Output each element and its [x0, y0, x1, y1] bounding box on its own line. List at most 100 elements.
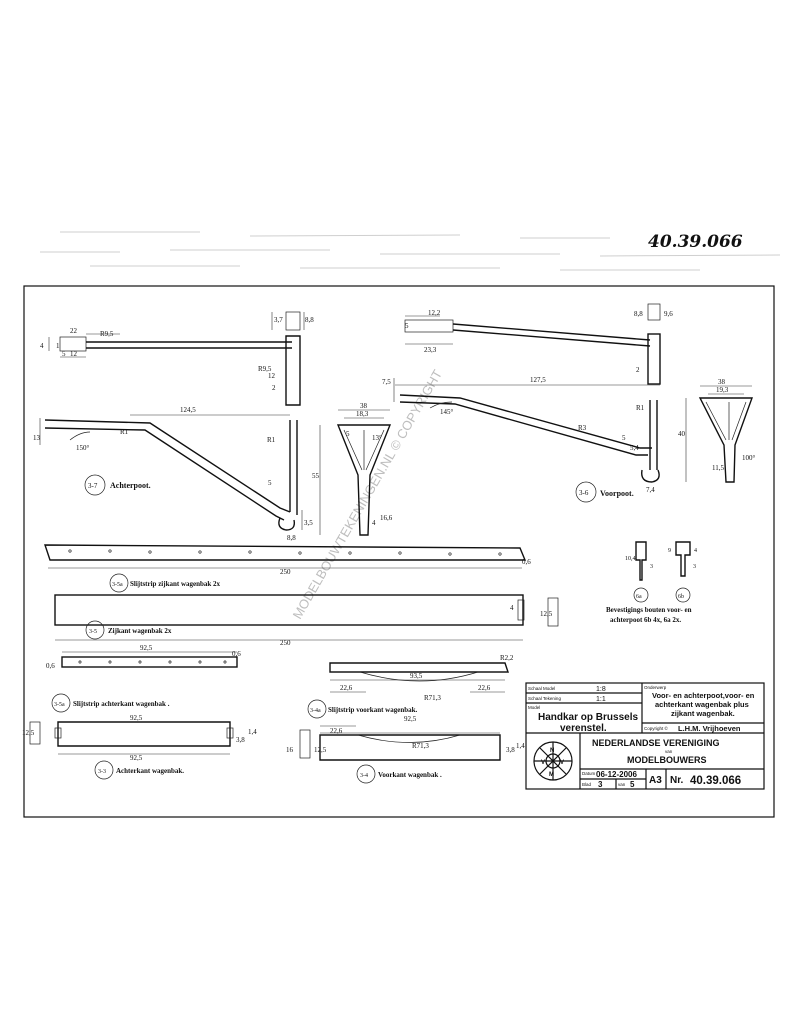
front-panel-section — [299, 729, 311, 759]
dim-r9-5-a: R9,5 — [100, 330, 114, 338]
dim-0-6-b: 0,6 — [232, 650, 241, 658]
dim-12: 12 — [70, 350, 78, 358]
dim-7-5: 7,5 — [382, 378, 391, 386]
nr-label: Nr. — [670, 775, 684, 786]
dim-4-d: 4 — [694, 548, 697, 554]
dim-38-a: 38 — [360, 402, 368, 410]
sheet-format: A3 — [649, 775, 662, 786]
upper-post — [285, 335, 301, 406]
dim-92-5-d: 92,5 — [404, 715, 417, 723]
front-strip-curve — [330, 671, 508, 682]
dim-3-5: 3,5 — [304, 519, 313, 527]
part-3-5a-rear-balloon — [51, 693, 71, 713]
dim-10-4: 10,4 — [625, 556, 636, 562]
fork-detail-left: 38 18,3 55 13° 5 4 16,6 — [312, 402, 393, 536]
part-3-4-voorkant-wagenbak: 92,5 22,6 R71,3 16 12,5 3,8 1,4 3-4 Voor… — [286, 715, 525, 784]
logo-letter-m: M — [549, 772, 554, 778]
dim-4-c: 4 — [510, 604, 514, 612]
lower-leg-diagonal-inner — [44, 427, 285, 521]
copyright-watermark: MODELBOUWTEKENINGEN.NL © COPYRIGHT — [290, 367, 446, 621]
fork-body — [336, 424, 392, 536]
dim-12-5-c: 12,5 — [314, 746, 327, 754]
part-3-6-id: 3-6 — [579, 489, 589, 497]
dim-9-6: 9,6 — [664, 310, 673, 318]
dim-2-b: 2 — [636, 366, 640, 374]
dim-145-deg: 145° — [440, 408, 454, 416]
dim-5-c: 5 — [346, 430, 350, 438]
part-3-7-id: 3-7 — [88, 482, 98, 490]
blad-value: 3 — [598, 780, 603, 789]
dim-8-8-c: 8,8 — [634, 310, 643, 318]
part-3-7-balloon — [84, 474, 106, 496]
part-3-3-label: Achterkant wagenbak. — [116, 767, 184, 775]
rear-strip — [61, 656, 238, 668]
dim-40: 40 — [678, 430, 686, 438]
upper-arm-front — [452, 323, 651, 347]
dim-5-4: 5,4 — [630, 444, 639, 452]
schaal-model-label: Schaal Model — [528, 686, 555, 691]
dim-r9-5-b: R9,5 — [258, 365, 272, 373]
dim-3-b: 3 — [693, 564, 696, 570]
side-panel — [54, 594, 524, 626]
part-3-3-balloon — [94, 760, 114, 780]
angle-arc-150 — [69, 431, 91, 441]
part-3-4a-id: 3-4a — [310, 708, 321, 714]
front-panel — [319, 734, 501, 761]
fork-detail-right: 38 19,3 40 11,5 100° — [678, 378, 756, 483]
part-3-5a-label: Slijtstrip zijkant wagenbak 2x — [130, 580, 221, 588]
datum-value: 06-12-2006 — [596, 770, 637, 779]
part-3-4a-balloon — [307, 699, 327, 719]
dim-11-5: 11,5 — [712, 464, 724, 472]
part-3-6-balloon — [575, 481, 597, 503]
dim-13-deg: 13° — [372, 434, 382, 442]
part-3-4-label: Voorkant wagenbak . — [378, 771, 442, 779]
logo-letter-n: N — [550, 748, 554, 754]
dim-127-5: 127,5 — [530, 376, 546, 384]
rear-panel-section — [29, 721, 41, 745]
dim-9: 9 — [668, 548, 671, 554]
dim-r3: R3 — [578, 424, 587, 432]
model-label: Model — [528, 705, 540, 710]
part-3-5-balloon — [85, 620, 105, 640]
dim-250-a: 250 — [280, 568, 291, 576]
van-value: 5 — [630, 780, 635, 789]
side-panel-section — [547, 597, 559, 627]
dim-8-8-b: 8,8 — [287, 534, 296, 542]
dim-3-7: 3,7 — [274, 316, 283, 324]
side-panel-end-notch — [517, 599, 525, 621]
onderwerp-line1: Voor- en achterpoot,voor- en — [652, 691, 755, 700]
lower-leg-front-inner — [399, 401, 648, 456]
datum-label: Datum — [582, 771, 596, 776]
part-3-3-id: 3-3 — [98, 769, 106, 775]
part-3-5-id: 3-5 — [89, 629, 97, 635]
copyright-label: Copyright © — [644, 725, 669, 731]
dim-5-e: 5 — [622, 434, 626, 442]
part-3-5a-slijtstrip-achterkant: 92,5 0,6 0,6 3-5a Slijtstrip achterkant … — [46, 644, 241, 713]
lower-post-front — [649, 400, 658, 470]
part-3-6-voorpoot: 5 12,2 23,3 8,8 9,6 2 127,5 145° R3 R1 5… — [382, 303, 673, 503]
dim-55: 55 — [312, 472, 320, 480]
scan-noise — [40, 231, 781, 271]
part-3-4a-slijtstrip-voorkant: 93,5 R2,2 22,6 R71,3 22,6 3-4a Slijtstri… — [307, 654, 514, 719]
dim-5-d: 5 — [405, 322, 409, 330]
dim-4-b: 4 — [372, 519, 376, 527]
handwritten-drawing-number: 40.39.066 — [648, 232, 743, 252]
rear-panel — [57, 721, 231, 747]
dim-22-6-b: 22,6 — [478, 684, 491, 692]
dim-18-3: 18,3 — [356, 410, 369, 418]
dim-93-5: 93,5 — [410, 672, 423, 680]
model-line2: verenstel. — [560, 723, 607, 734]
dim-r1-c: R1 — [636, 404, 645, 412]
onderwerp-label: Onderwerp — [644, 685, 667, 690]
dim-0-6-a: 0,6 — [522, 558, 531, 566]
dim-1-4-a: 1,4 — [248, 728, 257, 736]
lower-leg-diagonal — [44, 419, 291, 513]
part-3-4-balloon — [356, 764, 376, 784]
post-plate — [285, 311, 301, 331]
dim-100-deg: 100° — [742, 454, 756, 462]
part-3-5-zijkant-wagenbak: 250 4 12,5 3-5 Zijkant wagenbak 2x — [54, 594, 559, 647]
bolt-6a — [635, 541, 647, 581]
dim-1-4-b: 1,4 — [516, 742, 525, 750]
